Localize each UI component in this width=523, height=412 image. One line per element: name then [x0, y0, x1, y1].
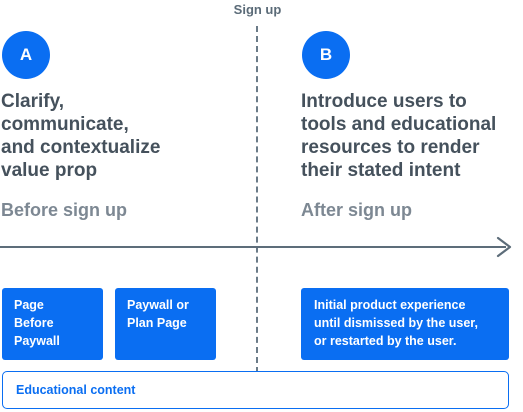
- timeline-line: [0, 246, 506, 248]
- signup-label: Sign up: [233, 2, 282, 17]
- badge-b: B: [302, 31, 350, 79]
- phase-b-heading: Introduce users to tools and educational…: [301, 91, 497, 181]
- step-page-before-paywall: Page Before Paywall: [2, 288, 103, 360]
- arrow-right-icon: [496, 236, 512, 258]
- badge-a: A: [2, 31, 50, 79]
- step-initial-product-experience: Initial product experience until dismiss…: [301, 288, 509, 360]
- signup-divider: [256, 26, 258, 373]
- step-paywall-plan-page: Paywall or Plan Page: [115, 288, 216, 360]
- phase-b-label: After sign up: [301, 200, 412, 220]
- phase-a-heading: Clarify, communicate, and contextualize …: [1, 91, 161, 181]
- educational-content-bar: Educational content: [2, 371, 509, 409]
- educational-content-label: Educational content: [16, 383, 136, 397]
- phase-a-label: Before sign up: [1, 200, 128, 220]
